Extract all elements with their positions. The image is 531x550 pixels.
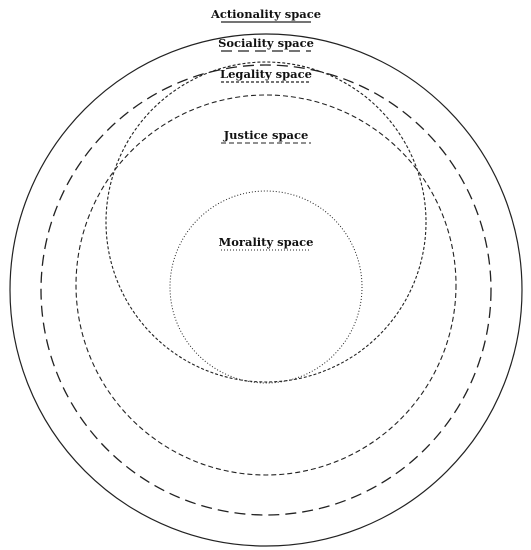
sociality-label: Sociality space [218,36,314,50]
morality-label: Morality space [219,235,314,249]
actionality-label: Actionality space [210,7,321,21]
morality-circle [169,190,363,384]
justice-label: Justice space [223,128,309,142]
legality-circle [105,61,427,383]
justice-circle [75,94,457,476]
sociality-circle [40,64,492,516]
actionality-circle [9,33,523,547]
legality-label: Legality space [220,67,312,81]
